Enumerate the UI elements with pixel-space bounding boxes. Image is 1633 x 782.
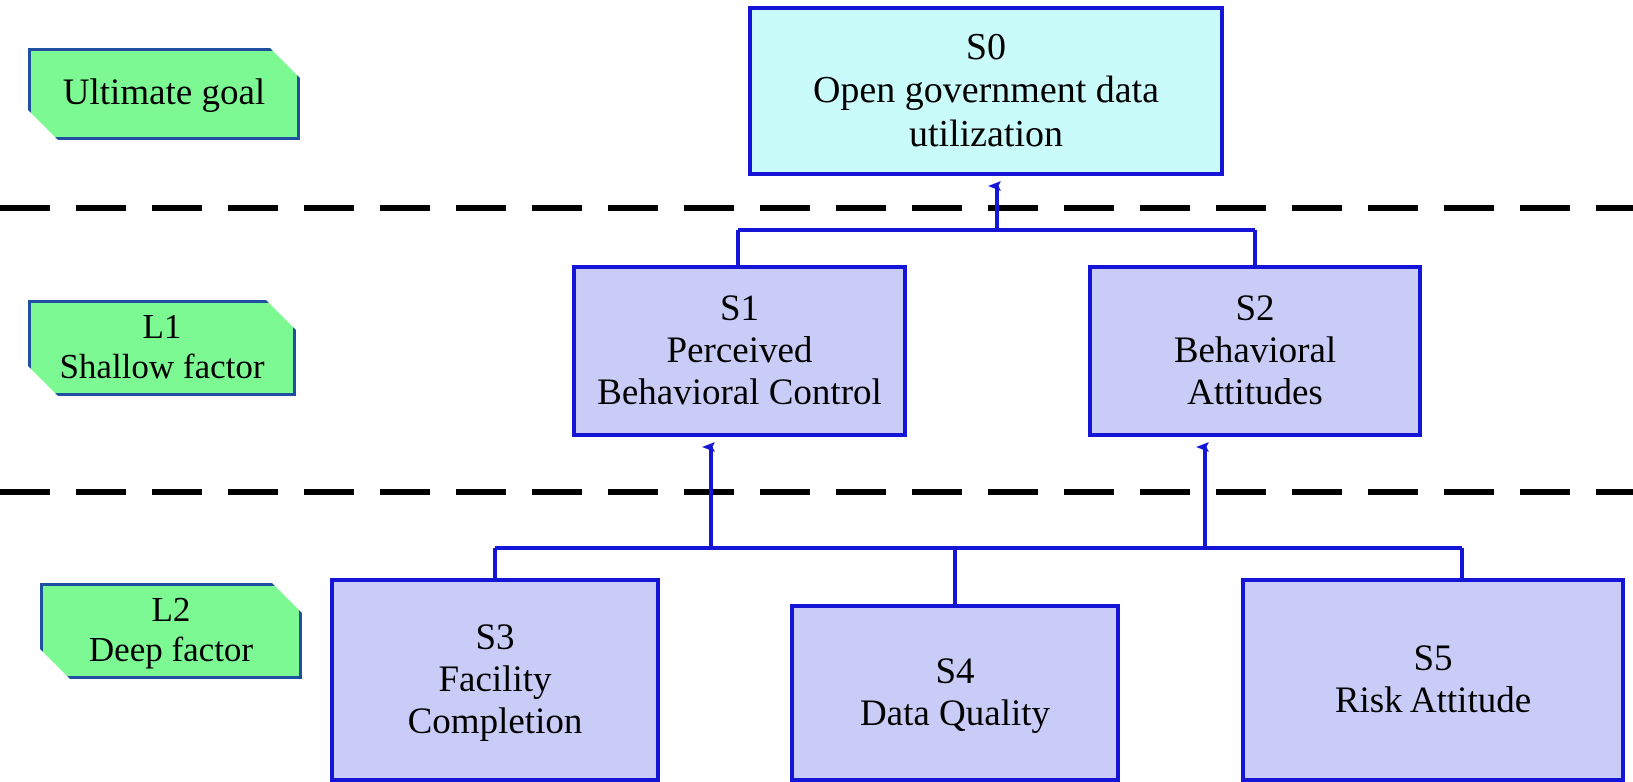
node-s5-line1: Risk Attitude [1334, 680, 1532, 721]
node-s0-text: S0 Open government data utilization [813, 26, 1159, 156]
legend-line-1: Ultimate goal [62, 72, 266, 114]
legend-chip-l1: L1 Shallow factor [28, 300, 296, 396]
legend-chip-l2: L2 Deep factor [40, 583, 302, 679]
legend-line-1: L1 [142, 307, 182, 347]
node-s3[interactable]: S3 Facility Completion [330, 578, 660, 782]
legend-line-2: Shallow factor [59, 347, 265, 386]
node-s4-code: S4 [935, 650, 975, 692]
legend-chip-ultimate-goal: Ultimate goal [28, 48, 300, 140]
node-s4[interactable]: S4 Data Quality [790, 604, 1120, 782]
node-s1-line1: Perceived [666, 329, 813, 371]
node-s3-line1: Facility [438, 658, 552, 700]
node-s1-text: S1 Perceived Behavioral Control [597, 288, 882, 415]
legend-chip-text: Ultimate goal [63, 73, 265, 113]
node-s5-code: S5 [1413, 637, 1453, 679]
legend-chip-text: L2 Deep factor [89, 590, 253, 670]
node-s0-code: S0 [965, 26, 1007, 69]
node-s1[interactable]: S1 Perceived Behavioral Control [572, 265, 907, 437]
node-s3-code: S3 [475, 616, 515, 658]
node-s1-code: S1 [719, 287, 760, 329]
node-s0[interactable]: S0 Open government data utilization [748, 6, 1224, 176]
node-s0-line2: utilization [908, 112, 1064, 155]
node-s2[interactable]: S2 Behavioral Attitudes [1088, 265, 1422, 437]
legend-line-1: L2 [151, 590, 191, 630]
node-s4-text: S4 Data Quality [860, 651, 1050, 735]
node-s2-text: S2 Behavioral Attitudes [1174, 288, 1336, 415]
node-s1-line2: Behavioral Control [597, 372, 882, 414]
node-s3-line2: Completion [407, 701, 583, 743]
legend-line-2: Deep factor [88, 630, 254, 669]
node-s2-code: S2 [1235, 287, 1275, 329]
node-s5[interactable]: S5 Risk Attitude [1241, 578, 1625, 782]
node-s2-line1: Behavioral [1173, 329, 1337, 371]
node-s5-text: S5 Risk Attitude [1335, 638, 1531, 722]
node-s4-line1: Data Quality [859, 693, 1051, 734]
legend-chip-text: L1 Shallow factor [59, 307, 264, 387]
node-s2-line2: Attitudes [1187, 372, 1323, 414]
node-s0-line1: Open government data [812, 69, 1160, 112]
node-s3-text: S3 Facility Completion [408, 617, 583, 744]
